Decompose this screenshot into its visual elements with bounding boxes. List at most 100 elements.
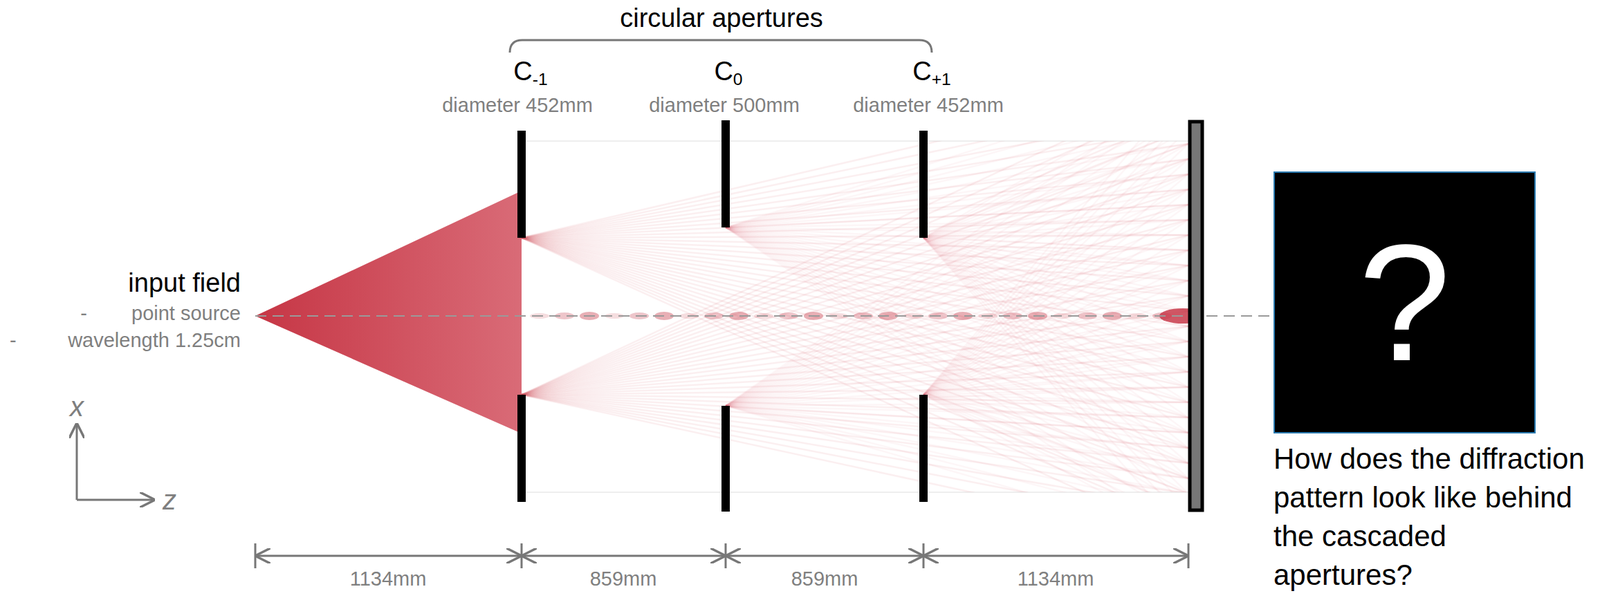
aperture-stop: [517, 130, 526, 238]
dimension-line: [727, 555, 923, 558]
illustration-part: [521, 141, 1189, 395]
dimension-tick: [520, 543, 523, 569]
label: diameter 452mm: [442, 94, 593, 117]
illustration-part: [923, 326, 1189, 395]
illustration-part: [923, 372, 1189, 395]
aperture-stop: [919, 130, 928, 238]
question-text: How does the diffraction pattern look li…: [1273, 439, 1592, 595]
illustration-part: [923, 189, 1189, 395]
illustration-part: [725, 227, 1189, 464]
illustration-part: [521, 159, 1189, 238]
illustration-part: [923, 341, 1189, 395]
illustration-part: [923, 394, 1189, 493]
illustration-part: [923, 296, 1189, 395]
illustration-part: [923, 159, 1189, 395]
aperture-stop: [517, 394, 526, 503]
illustration-part: [725, 141, 1189, 228]
illustration-part: [923, 219, 1189, 395]
illustration-part: [923, 143, 1189, 238]
question-box: ?: [1273, 171, 1536, 434]
illustration-part: [923, 387, 1189, 395]
illustration-part: [923, 189, 1189, 238]
illustration-part: [725, 296, 1189, 407]
illustration-part: [923, 311, 1189, 395]
axis-arrow: [76, 499, 154, 502]
aperture-stop: [721, 406, 730, 512]
illustration-part: [521, 141, 1189, 395]
illustration-part: [725, 227, 1189, 418]
optics-illustration: [76, 40, 1271, 569]
label: point source: [131, 302, 241, 326]
question-mark: ?: [1358, 219, 1451, 386]
illustration-part: [923, 141, 1189, 395]
illustration-part: [923, 250, 1189, 395]
illustration-part: [923, 280, 1189, 395]
dimension-tick: [724, 543, 728, 569]
illustration-part: [725, 141, 1189, 228]
dimension-label: 859mm: [791, 567, 859, 591]
aperture-stop: [919, 394, 928, 503]
illustration-part: [725, 219, 1189, 407]
illustration-part: [923, 394, 1189, 493]
illustration-part: [923, 265, 1189, 395]
label: x: [69, 390, 84, 423]
dimension-tick: [922, 543, 925, 569]
dimension-line: [522, 555, 725, 558]
illustration-part: [521, 394, 1189, 464]
illustration-part: [923, 394, 1189, 493]
illustration-part: [923, 394, 1189, 493]
illustration-part: [521, 394, 1189, 493]
aperture-stop: [721, 120, 730, 228]
bracket: [509, 40, 932, 53]
illustration-part: [923, 394, 1189, 464]
illustration-part: [923, 174, 1189, 238]
illustration-part: [923, 235, 1189, 395]
illustration-part: [521, 141, 1189, 395]
detector-screen: [1189, 121, 1203, 511]
illustration-part: [923, 394, 1189, 449]
label: C0: [713, 56, 743, 90]
illustration-part: [725, 159, 1189, 407]
illustration-part: [923, 141, 1189, 395]
illustration-part: [521, 141, 1189, 395]
illustration-part: [725, 227, 1189, 342]
illustration-part: [923, 235, 1189, 238]
illustration-part: [923, 356, 1189, 395]
label: diameter 500mm: [648, 94, 800, 117]
label: C+1: [912, 56, 952, 90]
illustration-part: [923, 141, 1189, 395]
illustration-part: [923, 204, 1189, 395]
illustration-part: [923, 141, 1189, 395]
illustration-part: [725, 141, 1189, 228]
illustration-part: [521, 189, 1189, 238]
beam-cone: [255, 190, 522, 434]
label: diameter 452mm: [852, 94, 1004, 117]
label: -: [80, 302, 88, 326]
label: C-1: [513, 56, 548, 90]
dimension-tick: [254, 543, 257, 569]
illustration-part: [923, 219, 1189, 238]
label: circular apertures: [619, 3, 824, 34]
label: -: [9, 329, 17, 353]
illustration-part: [725, 141, 1189, 228]
illustration-part: [923, 394, 1189, 479]
dimension-label: 1134mm: [1017, 567, 1095, 591]
optical-axis: [255, 315, 1271, 317]
illustration-part: [725, 204, 1189, 407]
dimension-tick: [1187, 543, 1190, 569]
label: z: [162, 484, 177, 517]
label: input field: [127, 268, 241, 299]
illustration-part: [923, 237, 1189, 418]
label: wavelength 1.25cm: [67, 329, 241, 353]
dimension-label: 859mm: [590, 567, 658, 591]
dimension-label: 1134mm: [350, 567, 427, 591]
illustration-part: [923, 174, 1189, 395]
illustration-part: [725, 265, 1189, 407]
axis-arrow: [76, 424, 79, 501]
illustration-part: [923, 143, 1189, 395]
dimension-line: [256, 555, 521, 558]
illustration-part: [923, 159, 1189, 238]
illustration-part: [521, 143, 1189, 395]
dimension-line: [924, 555, 1188, 558]
